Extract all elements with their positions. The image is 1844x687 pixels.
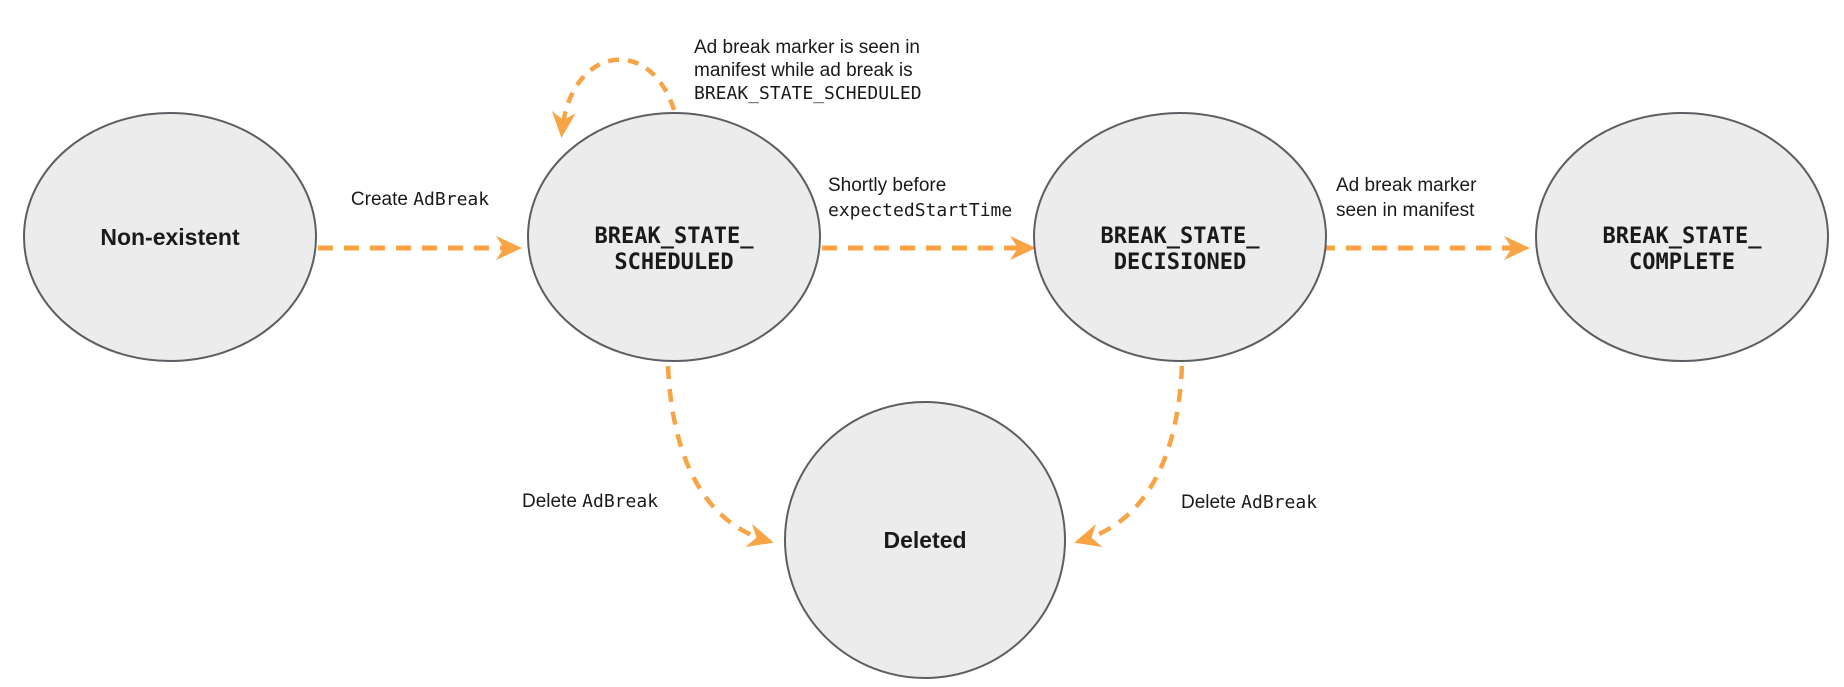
transition-label-self-loop-line2: manifest while ad break is xyxy=(694,60,913,81)
state-label-complete-line1: BREAK_STATE_ xyxy=(1603,224,1763,249)
transition-self-loop-arrow xyxy=(551,57,677,138)
state-label-decisioned-line2: DECISIONED xyxy=(1114,250,1246,275)
transition-label-delete-right-plain: Delete xyxy=(1181,492,1241,513)
state-circle-break-state-scheduled xyxy=(527,112,821,362)
transition-delete-from-scheduled-arrow xyxy=(665,365,774,547)
state-label-scheduled-line2: SCHEDULED xyxy=(614,250,733,275)
transition-label-create-plain: Create xyxy=(351,189,413,210)
state-circle-deleted xyxy=(784,401,1066,679)
state-label-scheduled-line1: BREAK_STATE_ xyxy=(595,224,755,249)
transition-label-self-loop-line1: Ad break marker is seen in xyxy=(694,37,920,58)
transition-label-self-loop-line3: BREAK_STATE_SCHEDULED xyxy=(694,83,922,104)
transition-label-marker-seen-line1: Ad break marker xyxy=(1336,175,1477,196)
state-circle-non-existent xyxy=(23,112,317,362)
transition-label-delete-from-scheduled: Delete AdBreak xyxy=(522,491,658,512)
state-label-decisioned-line1: BREAK_STATE_ xyxy=(1101,224,1261,249)
transition-label-delete-right-code: AdBreak xyxy=(1241,492,1317,513)
transition-label-delete-left-plain: Delete xyxy=(522,491,582,512)
state-label-deleted: Deleted xyxy=(883,527,966,553)
transition-label-marker-seen-line2: seen in manifest xyxy=(1336,200,1475,221)
state-circle-break-state-complete xyxy=(1535,112,1829,362)
transition-label-expected-start-time: expectedStartTime xyxy=(828,200,1012,221)
transition-label-create-code: AdBreak xyxy=(413,189,489,210)
transition-label-delete-left-code: AdBreak xyxy=(582,491,658,512)
state-label-complete-line2: COMPLETE xyxy=(1629,250,1735,275)
transition-label-create-adbreak: Create AdBreak xyxy=(351,189,489,210)
state-label-non-existent: Non-existent xyxy=(100,224,240,250)
state-circle-break-state-decisioned xyxy=(1033,112,1327,362)
transition-label-delete-from-decisioned: Delete AdBreak xyxy=(1181,492,1317,513)
transition-label-shortly-before: Shortly before xyxy=(828,175,946,196)
transition-delete-from-decisioned-arrow xyxy=(1074,365,1185,548)
